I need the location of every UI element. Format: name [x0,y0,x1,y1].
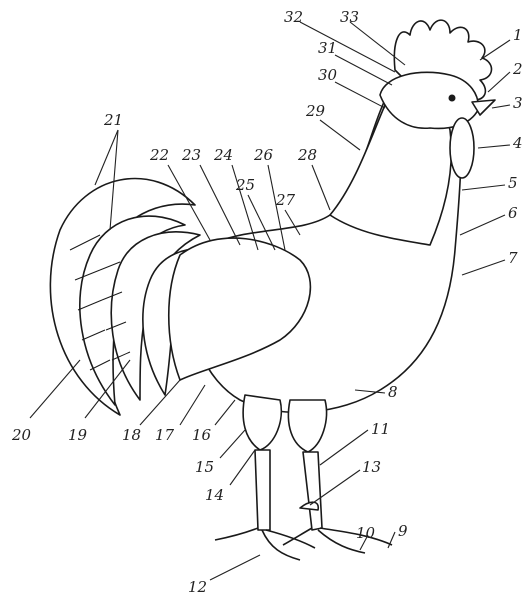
label-22: 22 [149,146,169,164]
label-3: 3 [513,94,523,112]
label-8: 8 [388,383,398,401]
rooster-body [169,84,461,412]
label-27: 27 [275,191,296,209]
label-24: 24 [213,146,233,164]
label-2: 2 [512,60,523,78]
label-33: 33 [340,8,359,26]
label-21: 21 [103,111,123,129]
label-31: 31 [318,39,337,57]
label-10: 10 [356,524,376,542]
label-28: 28 [297,146,317,164]
label-29: 29 [305,102,326,120]
label-19: 19 [68,426,88,444]
label-5: 5 [508,174,518,192]
label-16: 16 [192,426,212,444]
label-25: 25 [235,176,255,194]
label-1: 1 [513,26,523,44]
label-30: 30 [318,66,338,84]
label-17: 17 [155,426,175,444]
label-13: 13 [362,458,381,476]
label-4: 4 [512,134,523,152]
label-12: 12 [188,578,207,596]
eye [449,95,455,101]
label-18: 18 [122,426,141,444]
label-11: 11 [371,420,390,438]
label-14: 14 [205,486,224,504]
label-32: 32 [284,8,303,26]
label-6: 6 [508,204,518,222]
label-9: 9 [398,522,408,540]
label-23: 23 [181,146,201,164]
label-20: 20 [11,426,32,444]
wattle [450,118,474,178]
label-26: 26 [253,146,274,164]
label-15: 15 [195,458,214,476]
label-7: 7 [508,249,518,267]
